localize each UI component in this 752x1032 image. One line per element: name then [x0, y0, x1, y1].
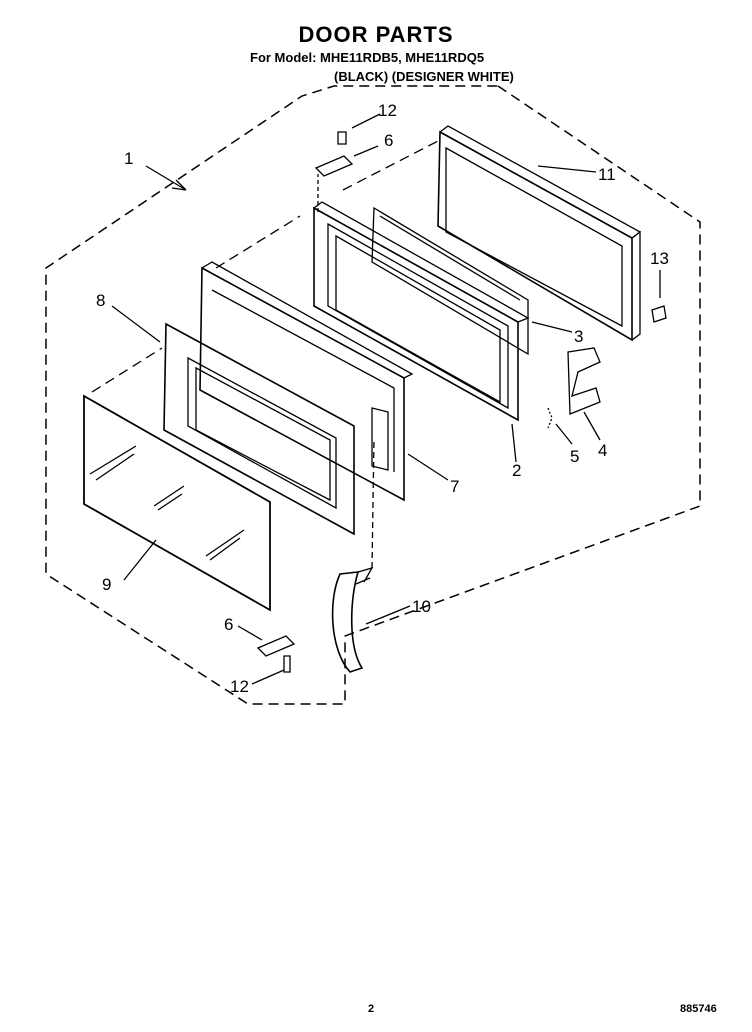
model-line: For Model: MHE11RDB5, MHE11RDQ5 [250, 50, 485, 65]
door-housing [199, 261, 414, 502]
callout-9: 9 [102, 575, 111, 594]
page-number: 2 [368, 1003, 375, 1015]
choke-frame [437, 125, 642, 342]
variant-line: (BLACK) (DESIGNER WHITE) [334, 69, 514, 84]
callout-5: 5 [570, 447, 579, 466]
callout-6-top: 6 [384, 131, 393, 150]
callout-11: 11 [598, 165, 616, 184]
callout-2: 2 [512, 461, 521, 480]
callout-8: 8 [96, 291, 105, 310]
callout-6-bottom: 6 [224, 615, 233, 634]
diagram-title: DOOR PARTS [298, 22, 454, 47]
callout-13: 13 [650, 249, 669, 268]
part-code: 885746 [680, 1003, 717, 1015]
callout-3: 3 [574, 327, 583, 346]
assembly-dash-inner [342, 139, 441, 191]
assembly-dash-glass [91, 347, 163, 393]
assembly-dash-left [215, 215, 301, 269]
bottom-hinge-assembly [256, 635, 296, 673]
top-hinge-assembly [314, 131, 354, 212]
door-frame [313, 201, 530, 422]
callout-10: 10 [412, 597, 431, 616]
callout-1: 1 [124, 149, 133, 168]
door-handle [331, 437, 375, 673]
inner-panel [371, 206, 529, 356]
callout-7: 7 [450, 477, 459, 496]
leader-lines [111, 113, 661, 685]
callout-12-top: 12 [378, 101, 397, 120]
callout-12-bottom: 12 [230, 677, 249, 696]
assembly-boundary [45, 85, 701, 705]
door-bezel [163, 322, 355, 536]
callout-4: 4 [598, 441, 607, 460]
glass-panel [83, 394, 271, 612]
latch-assembly [547, 305, 667, 429]
